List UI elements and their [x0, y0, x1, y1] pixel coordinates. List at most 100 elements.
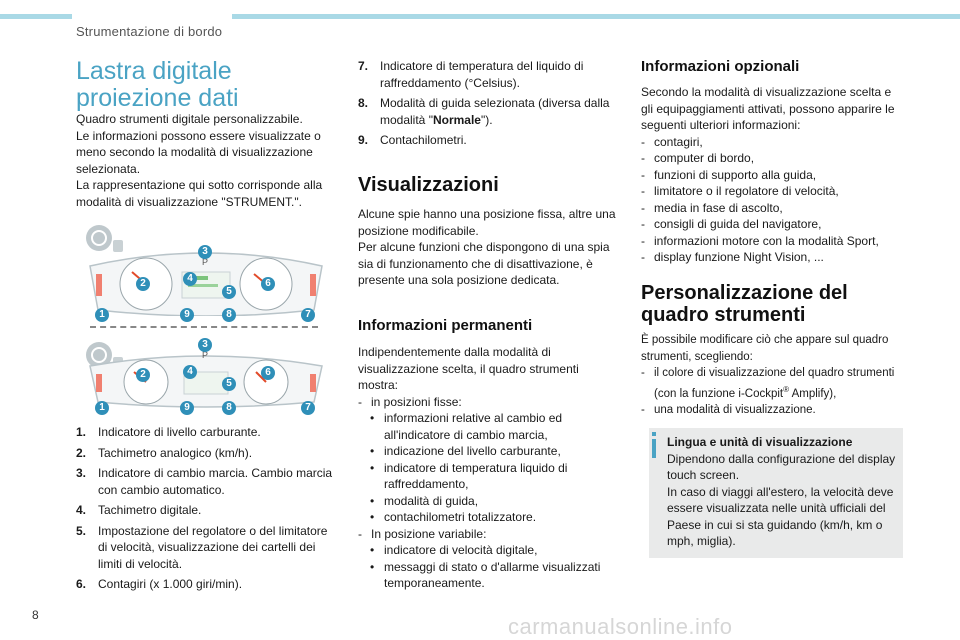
dash-item: -una modalità di visualizzazione. — [641, 402, 903, 419]
dash-item: -in posizioni fisse: — [358, 394, 462, 409]
dash-item: -media in fase di ascolto, — [641, 200, 783, 215]
bullet-item: •indicazione del livello carburante, — [370, 444, 561, 458]
paragraph: Indipendentemente dalla modalità di visu… — [358, 345, 579, 392]
callout-8-top: 8 — [222, 308, 236, 322]
page-number: 8 — [32, 608, 39, 622]
dash-item: -contagiri, — [641, 134, 703, 149]
callout-2-top: 2 — [136, 277, 150, 291]
callout-6-top: 6 — [261, 277, 275, 291]
callout-3-top: 3 — [198, 245, 212, 259]
display-letter-top: P — [202, 257, 209, 267]
dash-label: in posizioni fisse: — [371, 394, 462, 409]
legend-item: 4. Tachimetro digitale. — [76, 502, 338, 519]
legend-item: 2. Tachimetro analogico (km/h). — [76, 445, 338, 462]
intro-line-3: La rappresentazione qui sotto corrispond… — [76, 178, 323, 209]
legend-item: 5. Impostazione del regolatore o del limi… — [76, 523, 338, 573]
legend-text: Modalità di guida selezionata (diversa d… — [380, 95, 620, 128]
heading-personalizzazione: Personalizzazione del quadro strumenti — [641, 282, 848, 326]
callout-3-bottom: 3 — [198, 338, 212, 352]
callout-5-top: 5 — [222, 285, 236, 299]
dash-text: consigli di guida del navigatore, — [654, 217, 822, 231]
legend-number: 6. — [76, 577, 87, 591]
legend-number: 1. — [76, 425, 87, 439]
header-bar-right — [232, 14, 960, 19]
section-title: Strumentazione di bordo — [76, 24, 223, 39]
dash-text-pre: il colore di visualizzazione del quadro … — [654, 367, 895, 400]
intro-text: Quadro strumenti digitale personalizzabi… — [76, 111, 338, 210]
display-letter-bottom: P — [202, 350, 209, 360]
bullet-text: messaggi di stato o d'allarme visualizza… — [384, 559, 601, 591]
visualizzazioni-body: Alcune spie hanno una posizione fissa, a… — [358, 206, 620, 289]
dash-text: una modalità di visualizzazione. — [654, 403, 816, 416]
registered-mark: ® — [783, 384, 790, 394]
legend-left: 1. Indicatore di livello carburante. 2. Ta… — [76, 424, 338, 597]
opzionali-body: Secondo la modalità di visualizzazione s… — [641, 84, 903, 266]
dash-item: -funzioni di supporto alla guida, — [641, 167, 817, 182]
paragraph: Alcune spie hanno una posizione fissa, a… — [358, 207, 616, 238]
legend-item: 3.Indicatore di cambio marcia. Cambio ma… — [76, 465, 338, 498]
info-icon — [652, 432, 656, 458]
dash-item: -limitatore o il regolatore di velocità, — [641, 184, 839, 198]
bullet-item: •modalità di guida, — [370, 493, 479, 508]
bullet-item: •indicatore di velocità digitale, — [370, 543, 538, 557]
header-bar-left — [0, 14, 72, 19]
legend-text: Contachilometri. — [380, 133, 467, 147]
legend-number: 3. — [76, 466, 87, 480]
legend-text-post: "). — [480, 112, 493, 127]
intro-line-2: Le informazioni possono essere visualizz… — [76, 128, 321, 176]
bullet-item: •messaggi di stato o d'allarme visualizz… — [358, 559, 620, 592]
bullet-item: •contachilometri totalizzatore. — [370, 510, 537, 524]
legend-number: 5. — [76, 523, 87, 538]
temperature-icon — [113, 240, 123, 252]
steering-wheel-icon — [86, 225, 112, 251]
callout-1-bottom: 1 — [95, 401, 109, 415]
personalizzazione-body: È possibile modificare ciò che appare su… — [641, 332, 903, 418]
legend-item: 8. Modalità di guida selezionata (diversa… — [358, 95, 620, 128]
callout-2-bottom: 2 — [136, 368, 150, 382]
bullet-text: informazioni relative al cambio ed all'i… — [384, 411, 563, 442]
bullet-item: •indicatore di temperatura liquido di ra… — [358, 460, 620, 493]
legend-text: Tachimetro digitale. — [98, 503, 202, 517]
bullet-text: indicazione del livello carburante, — [384, 444, 561, 458]
legend-item: 6.Contagiri (x 1.000 giri/min). — [76, 576, 338, 593]
legend-number: 8. — [358, 96, 369, 110]
legend-text: Indicatore di livello carburante. — [98, 425, 261, 439]
info-box-paragraph: Dipendono dalla configurazione del displ… — [667, 451, 896, 483]
permanenti-body: Indipendentemente dalla modalità di visu… — [358, 344, 620, 592]
legend-number: 4. — [76, 503, 87, 517]
legend-number: 2. — [76, 445, 87, 460]
legend-text-bold: Normale — [432, 112, 481, 127]
legend-number: 9. — [358, 133, 369, 147]
dash-text: media in fase di ascolto, — [654, 200, 783, 215]
paragraph: È possibile modificare ciò che appare su… — [641, 334, 889, 363]
dash-item: -il colore di visualizzazione del quadro… — [641, 365, 903, 402]
legend-text: Tachimetro analogico (km/h). — [98, 445, 253, 460]
callout-1-top: 1 — [95, 308, 109, 322]
legend-text: Impostazione del regolatore o del limita… — [98, 523, 328, 571]
legend-text-pre: Modalità di guida selezionata (diversa d… — [380, 96, 610, 127]
legend-text: Indicatore di temperatura del liquido di… — [380, 59, 584, 90]
dash-text: display funzione Night Vision, ... — [654, 250, 824, 264]
heading-visualizzazioni: Visualizzazioni — [358, 174, 499, 196]
callout-9-top: 9 — [180, 308, 194, 322]
dash-text: il colore di visualizzazione del quadro … — [654, 365, 903, 402]
legend-right: 7.Indicatore di temperatura del liquido … — [358, 58, 620, 153]
info-box-title: Lingua e unità di visualizzazione — [667, 435, 853, 449]
callout-9-bottom: 9 — [180, 401, 194, 415]
heading-permanenti: Informazioni permanenti — [358, 317, 533, 334]
dash-item: -computer di bordo, — [641, 151, 755, 165]
dash-item: -informazioni motore con la modalità Spo… — [641, 233, 879, 248]
dash-text: funzioni di supporto alla guida, — [654, 167, 817, 182]
dash-text: informazioni motore con la modalità Spor… — [654, 233, 879, 248]
heading-opzionali: Informazioni opzionali — [641, 58, 800, 75]
callout-4-top: 4 — [183, 272, 197, 286]
callout-8-bottom: 8 — [222, 401, 236, 415]
info-box — [649, 428, 903, 558]
dash-item: -display funzione Night Vision, ... — [641, 250, 824, 264]
bullet-text: indicatore di temperatura liquido di raf… — [384, 460, 568, 492]
dash-text-post: Amplify), — [789, 387, 837, 400]
info-box-text: Lingua e unità di visualizzazione Dipend… — [667, 434, 902, 550]
info-box-paragraph: In caso di viaggi all'estero, la velocit… — [667, 484, 894, 549]
bullet-text: modalità di guida, — [384, 493, 479, 508]
paragraph: Per alcune funzioni che dispongono di un… — [358, 240, 610, 287]
